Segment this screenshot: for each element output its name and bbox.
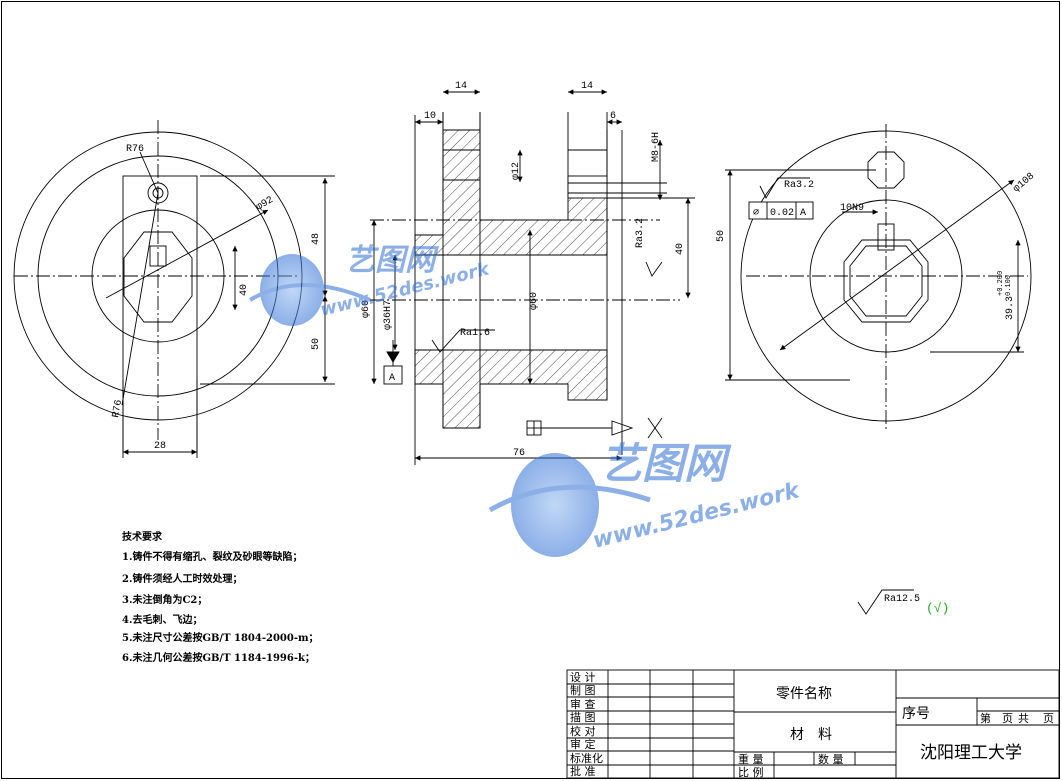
tech-item: 5.未注尺寸公差按GB/T 1804-2000-m； [122, 631, 319, 644]
label-14b: 14 [581, 81, 593, 92]
label-tol-dn: 0.100 [1005, 275, 1013, 296]
label-d60b: φ60 [529, 292, 540, 310]
school-name: 沈阳理工大学 [920, 743, 1022, 763]
tech-item: 6.未注几何公差按GB/T 1184-1996-k； [122, 651, 315, 664]
roughness-check-icon: (√) [926, 601, 949, 616]
label-d12: φ12 [511, 162, 522, 180]
serial-label: 序号 [902, 706, 930, 722]
watermark-url: www.52des.work [590, 478, 803, 554]
label-datum-a: A [389, 373, 395, 384]
hub-polygon [123, 231, 193, 323]
part-name: 零件名称 [776, 686, 832, 702]
label-d108: φ108 [1012, 171, 1037, 195]
role-draw: 制 图 [570, 684, 596, 697]
label-40: 40 [239, 284, 250, 296]
tech-item: 3.未注倒角为C2； [122, 593, 207, 606]
watermark-brand: 艺图网 [345, 243, 439, 278]
label-ra32: Ra3.2 [635, 218, 646, 248]
role-approve: 批 准 [570, 764, 596, 778]
arm-rect [122, 175, 198, 453]
label-ra32-right: Ra3.2 [784, 180, 814, 191]
label-14a: 14 [455, 81, 467, 92]
globe-icon [511, 453, 599, 557]
tech-item: 1.铸件不得有缩孔、裂纹及砂眼等缺陷； [122, 550, 302, 563]
role-trace: 描 图 [570, 710, 596, 724]
title-block-text: 设 计 制 图 审 查 描 图 校 对 审 定 标准化 批 准 零件名称 材 料… [570, 671, 1054, 779]
roughness-label: Ra12.5 [884, 594, 920, 605]
label-50: 50 [311, 338, 322, 350]
label-10: 10 [424, 111, 436, 122]
section-view [370, 89, 695, 465]
role-standard: 标准化 [570, 751, 603, 765]
right-view [725, 124, 1032, 430]
label-48: 48 [311, 233, 322, 245]
label-6: 6 [610, 111, 616, 122]
quantity-label: 数 量 [818, 753, 844, 766]
tech-item: 4.去毛刺、飞边； [122, 613, 202, 626]
weight-label: 重 量 [738, 752, 764, 766]
tech-item: 2.铸件须经人工时效处理； [122, 572, 242, 585]
label-d36: φ36H7 [383, 300, 394, 330]
tolerance-symbol: ⌀ [753, 208, 759, 219]
sheet-page: 页 [1002, 712, 1013, 725]
label-76: 76 [513, 448, 525, 459]
lower-hatch [414, 349, 608, 429]
section-view-labels: 14 14 10 6 φ12 M8-6H Ra3.2 40 φ60 φ60 φ3… [361, 81, 686, 459]
label-28: 28 [154, 441, 166, 452]
tolerance-value: 0.02 [770, 208, 794, 219]
tech-requirements: 技术要求 1.铸件不得有缩孔、裂纹及砂眼等缺陷； 2.铸件须经人工时效处理； 3… [122, 530, 319, 664]
label-r76-bottom: R76 [111, 399, 125, 419]
label-10n9: 10N9 [840, 203, 864, 214]
label-m8: M8-6H [651, 132, 662, 162]
watermark-2: 艺图网 www.52des.work [488, 439, 803, 557]
watermark-brand: 艺图网 [600, 439, 732, 488]
label-ra16: Ra1.6 [460, 328, 490, 339]
sheet-total: 共 [1018, 712, 1029, 725]
role-approve-review: 审 定 [570, 737, 596, 751]
general-roughness: Ra12.5 (√) [857, 589, 949, 616]
tolerance-datum: A [800, 208, 806, 219]
material: 材 料 [790, 727, 832, 743]
label-tol-up: +0.200 [997, 271, 1005, 296]
tech-title: 技术要求 [122, 530, 163, 543]
label-39-3: 39.3 [1005, 296, 1016, 320]
label-50-right: 50 [716, 230, 727, 242]
left-view [13, 120, 335, 458]
label-40: 40 [675, 243, 686, 255]
sheet-page2: 页 [1043, 712, 1054, 725]
scale-label: 比 例 [738, 765, 764, 779]
label-d60a: φ60 [361, 300, 372, 318]
title-block [566, 669, 1060, 779]
globe-icon [260, 254, 324, 326]
role-check: 校 对 [570, 724, 596, 738]
role-design: 设 计 [570, 671, 596, 684]
sheet-no: 第 [980, 711, 991, 725]
label-d92: φ92 [255, 195, 276, 214]
role-review: 审 查 [570, 697, 596, 711]
label-r76-top: R76 [126, 144, 144, 155]
